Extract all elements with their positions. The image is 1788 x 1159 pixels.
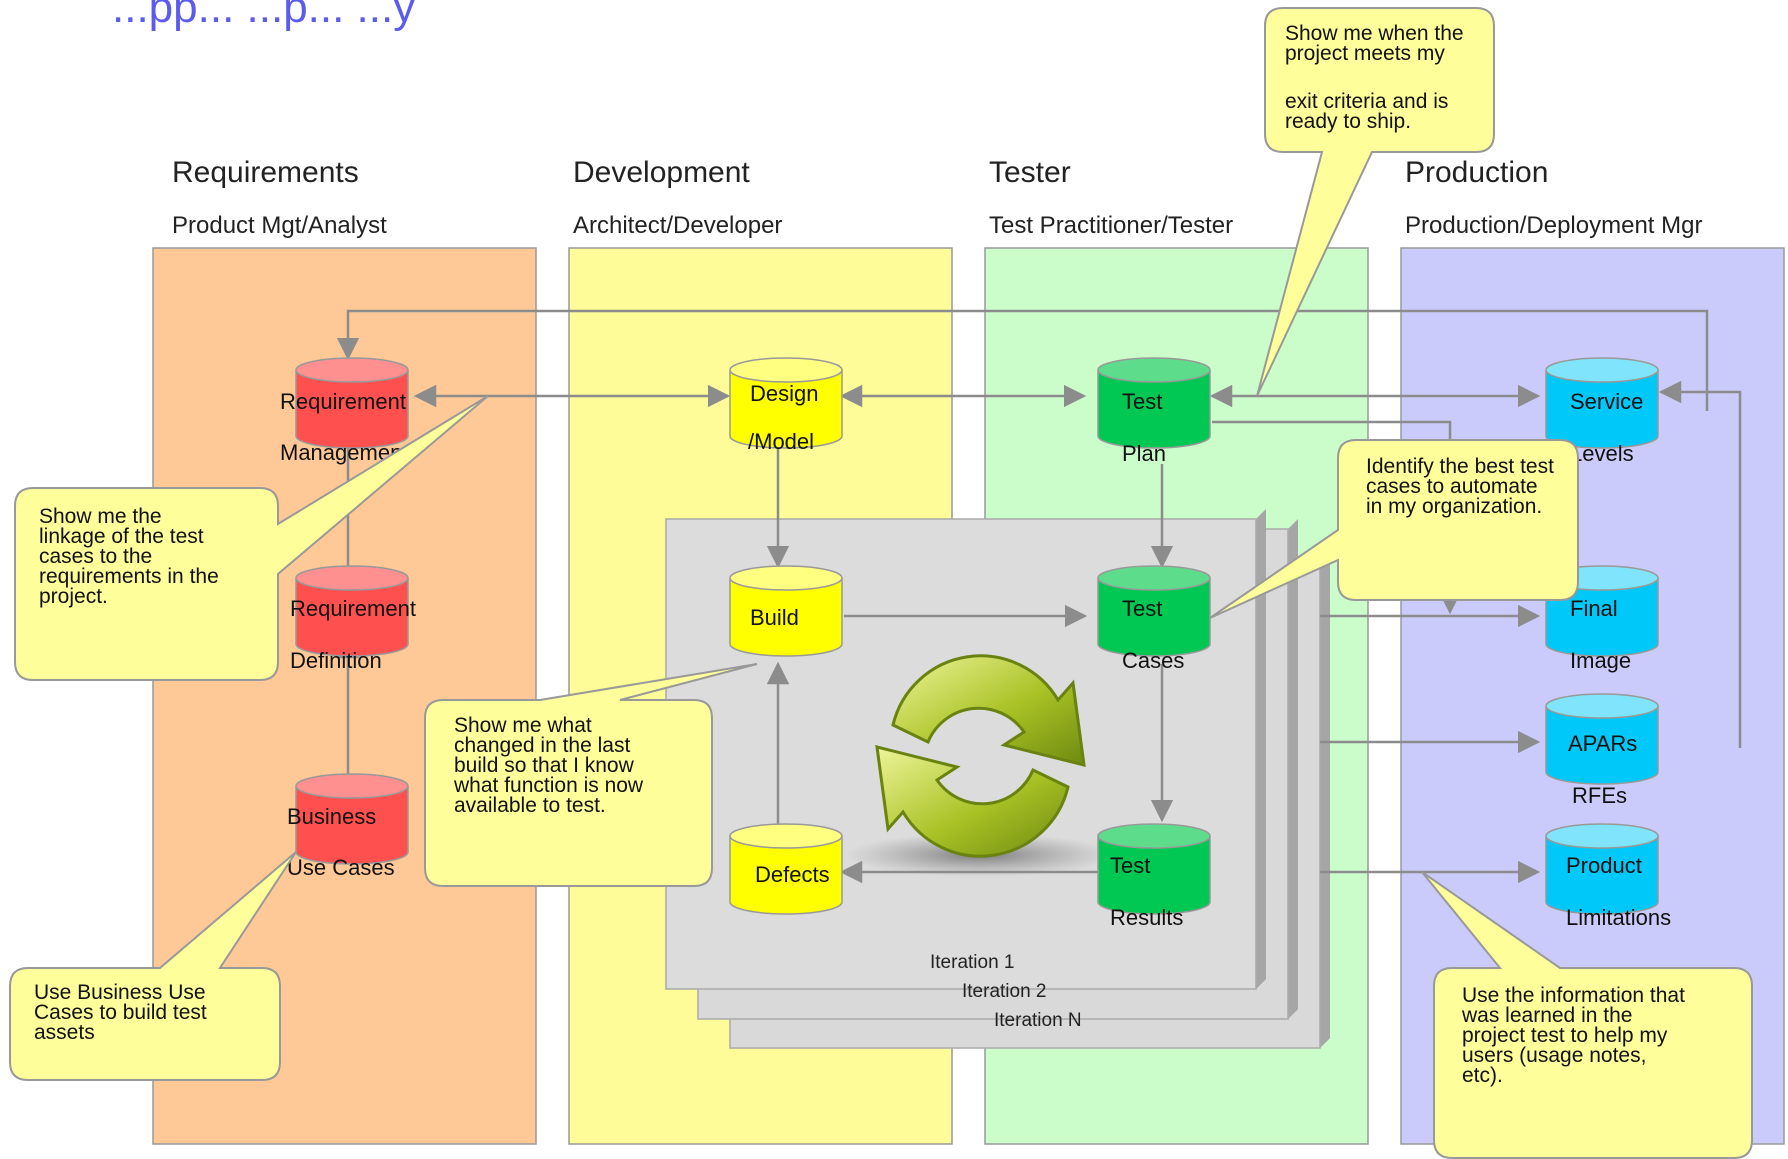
callout-line-5: available to test. bbox=[454, 794, 606, 817]
store-label-line1: Requirement bbox=[290, 596, 416, 621]
lane-subtitle-production: Production/Deployment Mgr bbox=[1405, 212, 1702, 239]
callout-line-3: in my organization. bbox=[1366, 495, 1542, 518]
store-build: Build bbox=[729, 565, 843, 657]
callout-line-5: etc). bbox=[1462, 1064, 1503, 1087]
iteration-n-label: Iteration N bbox=[994, 1010, 1082, 1031]
callout-line-2: was learned in the bbox=[1461, 1004, 1632, 1027]
callout-business-use: Use Business Use Cases to build test ass… bbox=[9, 851, 297, 1081]
store-label-line1: Final bbox=[1570, 596, 1618, 621]
callout-linkage: Show me the linkage of the test cases to… bbox=[14, 395, 489, 681]
lane-subtitle-requirements: Product Mgt/Analyst bbox=[172, 212, 387, 239]
store-apars-rfes: APARs RFEs bbox=[1545, 693, 1659, 808]
callout-automate: Identify the best test cases to automate… bbox=[1209, 439, 1579, 619]
callout-line-5: ready to ship. bbox=[1285, 110, 1411, 133]
callout-changed-build: Show me what changed in the last build s… bbox=[424, 663, 758, 887]
page-heading-fragment: ...pp... ...p... ...y bbox=[112, 0, 415, 32]
iteration-1-label: Iteration 1 bbox=[930, 952, 1015, 973]
store-test-results: Test Results bbox=[1097, 823, 1211, 930]
callout-line-1: Use Business Use bbox=[34, 981, 206, 1004]
store-label-line2: Limitations bbox=[1566, 905, 1671, 930]
store-label-line2: Image bbox=[1570, 648, 1631, 673]
lane-subtitle-tester: Test Practitioner/Tester bbox=[989, 212, 1233, 239]
store-label-line1: Business bbox=[287, 804, 376, 829]
store-requirement-management: Requirement Management bbox=[280, 357, 409, 465]
store-label-line2: Definition bbox=[290, 648, 382, 673]
refresh-cycle-icon bbox=[845, 654, 1115, 877]
callout-line-5: project. bbox=[39, 585, 108, 608]
store-label-line2: Cases bbox=[1122, 648, 1184, 673]
store-label-line2: Plan bbox=[1122, 441, 1166, 466]
callout-line-3: assets bbox=[34, 1021, 95, 1044]
connector-right-loop bbox=[1658, 380, 1742, 748]
store-label-line1: Service bbox=[1570, 389, 1643, 414]
callout-line-4: exit criteria and is bbox=[1285, 90, 1448, 113]
callout-information: Use the information that was learned in … bbox=[1421, 871, 1753, 1159]
callout-line-2: changed in the last bbox=[454, 734, 630, 757]
store-label-line1: APARs bbox=[1568, 731, 1637, 756]
store-label-line1: Defects bbox=[755, 862, 830, 887]
store-label-line1: Requirement bbox=[280, 389, 406, 414]
store-label-line2: Levels bbox=[1570, 441, 1634, 466]
lane-subtitle-development: Architect/Developer bbox=[573, 212, 782, 239]
lane-title-production: Production bbox=[1405, 156, 1548, 189]
connector-top-loop bbox=[336, 309, 1709, 411]
store-product-limitations: Product Limitations bbox=[1545, 823, 1671, 930]
lane-title-requirements: Requirements bbox=[172, 156, 359, 189]
store-test-cases: Test Cases bbox=[1097, 565, 1211, 673]
callout-line-1: Use the information that bbox=[1462, 984, 1685, 1007]
callout-line-4: users (usage notes, bbox=[1462, 1044, 1646, 1067]
callout-line-1: Show me the bbox=[39, 505, 162, 528]
callout-exit-criteria: Show me when the project meets my exit c… bbox=[1256, 7, 1495, 397]
callout-line-3: build so that I know bbox=[454, 754, 635, 777]
store-label-line1: Design bbox=[750, 381, 818, 406]
lane-title-development: Development bbox=[573, 156, 750, 189]
store-label-line2: /Model bbox=[748, 429, 814, 454]
store-business-use-cases: Business Use Cases bbox=[287, 773, 409, 880]
callout-line-1: Show me what bbox=[454, 714, 592, 737]
callout-line-2: cases to automate bbox=[1366, 475, 1538, 498]
callout-line-3: project test to help my bbox=[1462, 1024, 1668, 1047]
store-label-line1: Test bbox=[1122, 596, 1162, 621]
callout-line-2: Cases to build test bbox=[34, 1001, 207, 1024]
store-requirement-definition: Requirement Definition bbox=[290, 565, 416, 673]
callout-line-3: cases to the bbox=[39, 545, 152, 568]
store-test-plan: Test Plan bbox=[1097, 357, 1211, 466]
store-label-line1: Test bbox=[1122, 389, 1162, 414]
store-label-line1: Build bbox=[750, 605, 799, 630]
lane-title-tester: Tester bbox=[989, 156, 1071, 189]
heading-text: ...pp... ...p... ...y bbox=[112, 0, 415, 32]
store-label-line2: Results bbox=[1110, 905, 1183, 930]
callout-line-1: Show me when the bbox=[1285, 22, 1464, 45]
callout-line-2: project meets my bbox=[1285, 42, 1445, 65]
callout-line-4: requirements in the bbox=[39, 565, 219, 588]
store-label-line2: RFEs bbox=[1572, 783, 1627, 808]
store-design-model: Design /Model bbox=[729, 357, 843, 454]
store-label-line1: Test bbox=[1110, 853, 1150, 878]
store-defects: Defects bbox=[729, 823, 843, 915]
store-label-line2: Use Cases bbox=[287, 855, 395, 880]
store-label-line1: Product bbox=[1566, 853, 1642, 878]
iteration-2-label: Iteration 2 bbox=[962, 981, 1047, 1002]
callout-line-4: what function is now bbox=[453, 774, 644, 797]
callout-line-1: Identify the best test bbox=[1366, 455, 1554, 478]
callout-line-2: linkage of the test bbox=[39, 525, 204, 548]
